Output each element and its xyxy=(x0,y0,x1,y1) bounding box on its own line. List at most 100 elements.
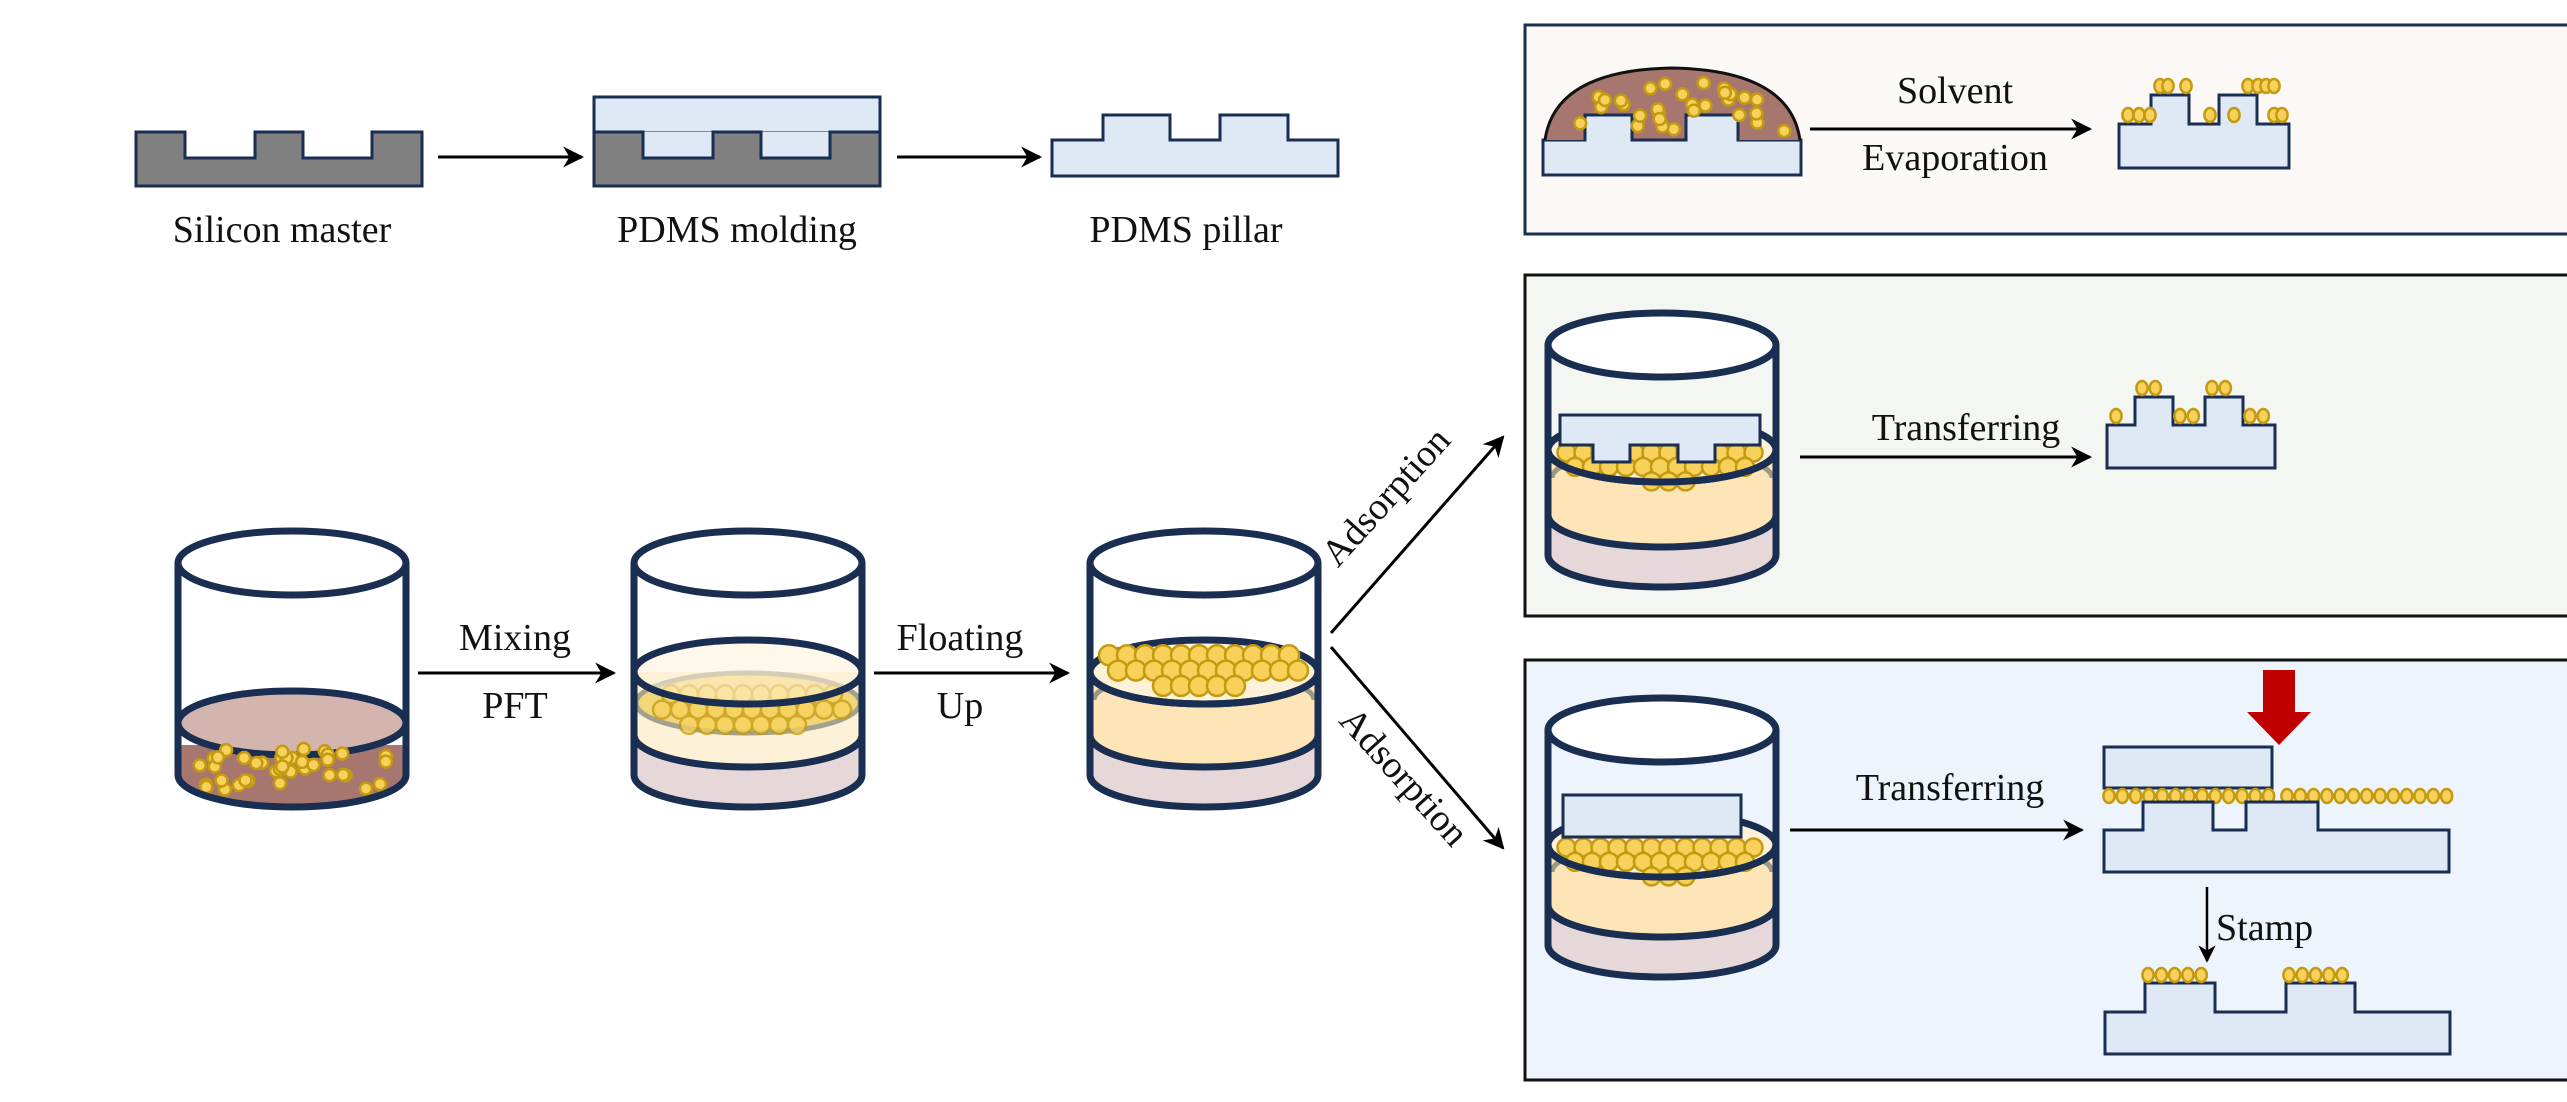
nanoparticle xyxy=(2282,966,2296,984)
nanoparticle xyxy=(1675,87,1690,102)
nanoparticle xyxy=(2186,407,2201,425)
nanoparticle xyxy=(1698,98,1713,113)
nanoparticle xyxy=(1749,106,1764,121)
silicon-master-caption: Silicon master xyxy=(173,209,392,251)
nanoparticle xyxy=(2141,966,2155,984)
nanoparticle xyxy=(2267,77,2281,95)
nanoparticles-in-droplet xyxy=(1572,75,1792,139)
nanoparticle xyxy=(1652,111,1667,127)
nanoparticle xyxy=(2173,407,2187,425)
pdms-flat-stamp xyxy=(1561,793,1743,839)
nanoparticle xyxy=(1572,116,1588,131)
pdms-pillar xyxy=(1050,113,1340,178)
arrow-adsorption-up xyxy=(1329,435,1505,634)
patterned-result xyxy=(2103,981,2452,1056)
nanoparticle xyxy=(786,714,808,736)
nanoparticle xyxy=(1657,76,1673,92)
nanoparticle xyxy=(2243,407,2257,425)
arrow-floating-label: Floating xyxy=(897,617,1024,659)
nanoparticle xyxy=(322,767,337,783)
nanoparticle xyxy=(272,775,288,791)
nanoparticle xyxy=(714,714,736,736)
nanoparticle xyxy=(2413,787,2427,805)
nanoparticle xyxy=(2320,787,2334,805)
nanoparticle xyxy=(2386,787,2401,805)
nanoparticle xyxy=(813,699,835,720)
nanoparticle xyxy=(192,758,208,773)
nanoparticle xyxy=(2203,106,2217,124)
nanoparticle xyxy=(306,757,321,773)
nanoparticle xyxy=(238,772,253,788)
pdms-pillar-caption: PDMS pillar xyxy=(1089,209,1283,251)
transferring-label: Transferring xyxy=(1872,407,2061,449)
arrow-adsorption-down xyxy=(1329,646,1505,850)
patterned-substrate xyxy=(2102,800,2451,874)
nanoparticle xyxy=(2179,77,2193,95)
nanoparticle xyxy=(236,750,252,766)
stamp-label: Stamp xyxy=(2216,907,2313,949)
nanoparticle xyxy=(1776,123,1792,139)
beaker-initial-dispersion xyxy=(174,527,410,811)
nanoparticle xyxy=(335,746,350,761)
nanoparticle xyxy=(249,755,264,771)
nanoparticle xyxy=(1286,659,1310,682)
arrow-pft-label: PFT xyxy=(482,685,547,727)
nanoparticle xyxy=(696,714,718,736)
nanoparticle xyxy=(294,754,310,770)
nanoparticle xyxy=(2346,787,2361,805)
panel-solvent-evaporation: Solvent Evaporation xyxy=(1523,23,2567,236)
nanoparticles-floating-layer xyxy=(1097,644,1310,698)
nanoparticle xyxy=(2143,106,2157,124)
nanoparticle xyxy=(2308,966,2323,984)
nanoparticles-random-deposit xyxy=(2121,77,2289,124)
nanoparticle xyxy=(2205,379,2219,397)
evaporation-label: Evaporation xyxy=(1862,137,2048,179)
nanoparticle xyxy=(2148,379,2163,397)
nanoparticle xyxy=(678,714,700,736)
adsorption-label-down: Adsorption xyxy=(1331,699,1477,854)
nanoparticle xyxy=(296,741,311,757)
nanoparticle xyxy=(2227,106,2241,124)
beaker-mixed xyxy=(630,527,866,811)
nanoparticle xyxy=(1598,851,1620,873)
nanoparticle xyxy=(2439,787,2454,805)
nanoparticle xyxy=(320,752,335,768)
nanoparticle xyxy=(1597,92,1613,108)
nanoparticle xyxy=(768,714,790,736)
nanoparticles-conformal-coating xyxy=(2109,379,2271,425)
nanoparticle xyxy=(2335,966,2350,984)
transferring-stamp-label: Transferring xyxy=(1856,767,2045,809)
nanoparticles-dispersed xyxy=(192,741,394,797)
nanoparticle xyxy=(2181,966,2195,984)
nanoparticle xyxy=(2115,787,2130,805)
nanoparticle xyxy=(2221,787,2236,805)
nanoparticle xyxy=(2373,787,2387,805)
nanoparticle xyxy=(2333,787,2348,805)
pdms-stamp-patterned xyxy=(1558,413,1762,464)
nanoparticle xyxy=(1737,90,1752,105)
nanoparticle xyxy=(378,754,394,769)
nanoparticle xyxy=(831,699,853,720)
nanoparticle xyxy=(1223,674,1247,698)
nanoparticle xyxy=(2161,77,2175,95)
nanoparticle xyxy=(2132,106,2146,124)
nanoparticle xyxy=(1643,81,1658,96)
nanoparticle xyxy=(1686,103,1702,118)
nanoparticle xyxy=(2295,966,2310,984)
panel-transferring: Transferring xyxy=(1523,273,2567,618)
nanoparticle xyxy=(651,699,673,720)
nanoparticle xyxy=(275,744,290,760)
nanoparticle xyxy=(1613,93,1629,108)
nanoparticle xyxy=(2154,966,2169,984)
nanoparticle xyxy=(1732,107,1747,123)
nanoparticle xyxy=(1666,121,1682,137)
nanoparticle xyxy=(214,773,229,788)
nanoparticle xyxy=(2208,787,2223,805)
nanoparticle xyxy=(2121,106,2135,124)
nanoparticle xyxy=(1749,92,1765,107)
panel-stamp-transfer: Transferring Stamp xyxy=(1523,658,2567,1082)
nanoparticle xyxy=(2322,966,2336,984)
nanoparticle xyxy=(732,714,754,736)
nanoparticles-on-pillar-tops xyxy=(2141,966,2350,984)
